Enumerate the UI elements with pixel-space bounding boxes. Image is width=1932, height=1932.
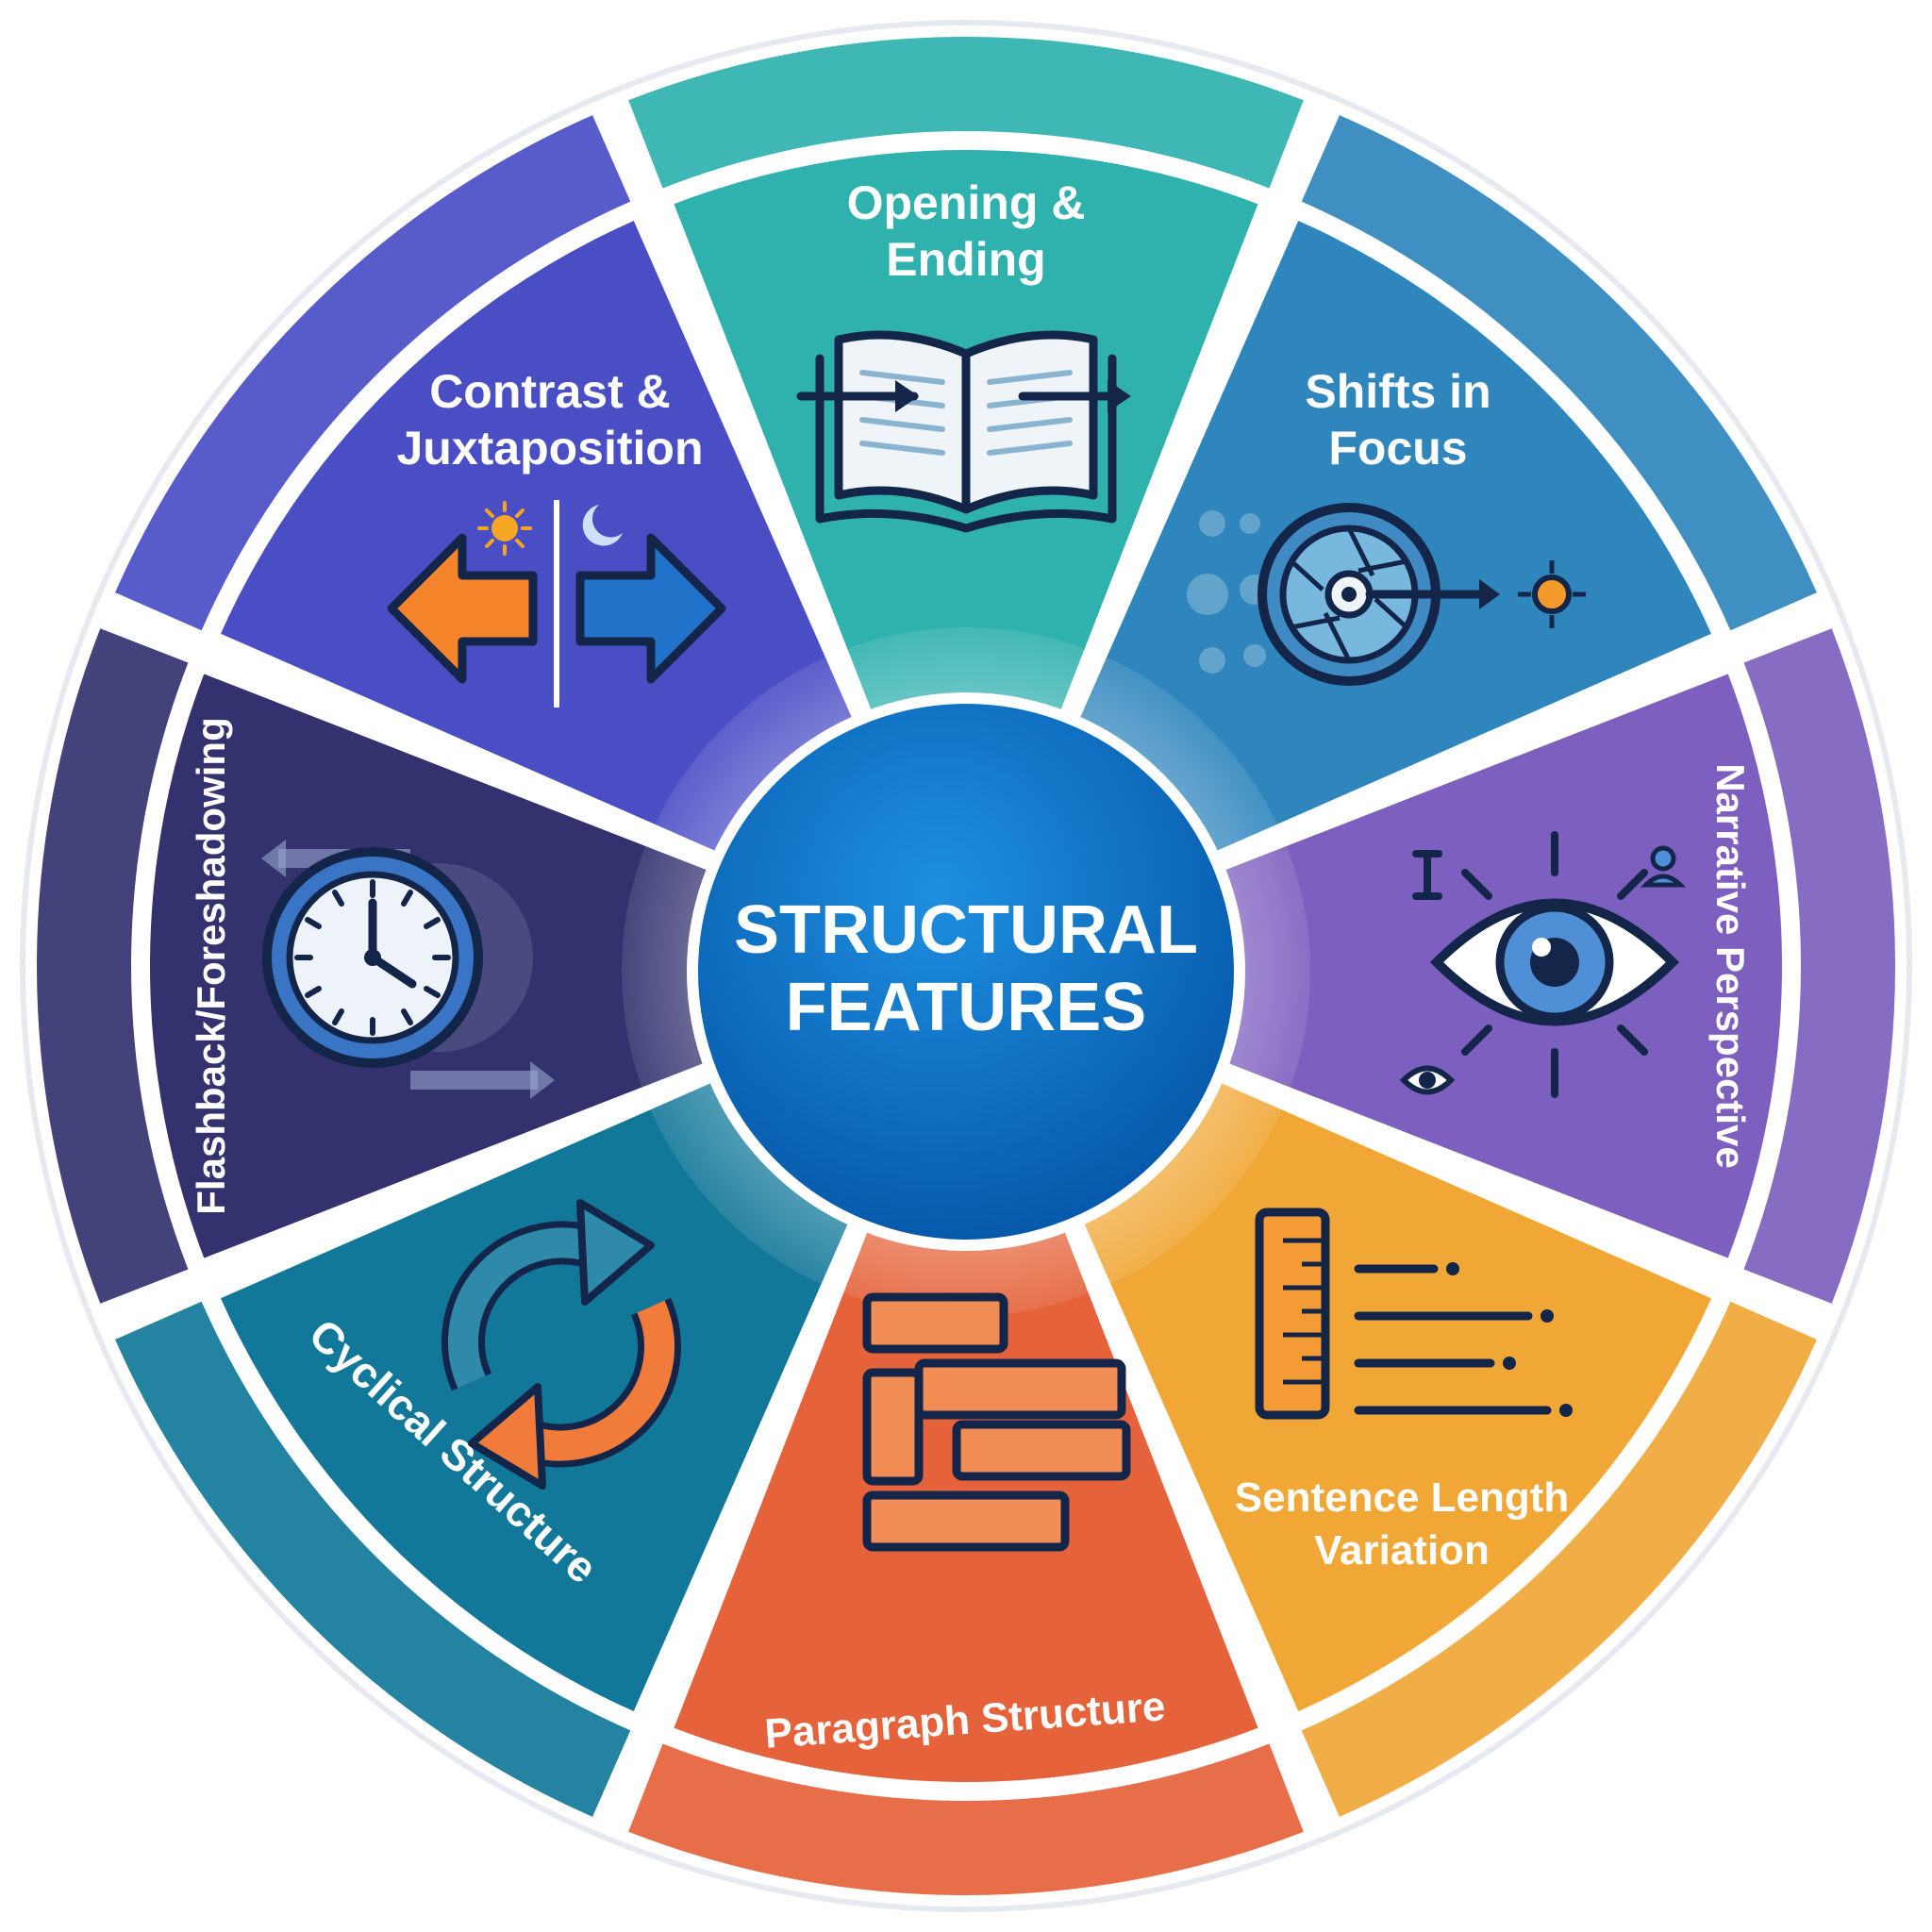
segment-label-opening-ending-line2: Ending [886, 233, 1045, 286]
segment-label-flashback-foreshadowing: Flashback/Foreshadowing [189, 717, 233, 1214]
stacked-blocks-icon [862, 1292, 1131, 1552]
center-title-line1: STRUCTURAL [734, 892, 1198, 968]
outer-ring-band-contrast-juxtaposition [115, 115, 631, 631]
eye-icon [1399, 831, 1687, 1098]
segment-label-sentence-length-line2: Variation [1314, 1527, 1490, 1574]
segment-label-narrative-perspective: Narrative Perspective [1708, 763, 1753, 1169]
segment-label-shifts-in-focus-line1: Shifts in [1305, 365, 1491, 418]
center-title-line2: FEATURES [786, 970, 1147, 1045]
segment-label-contrast-juxtaposition-line2: Juxtaposition [396, 422, 703, 475]
outer-ring-group [36, 37, 1895, 1895]
opposing-arrows-icon [387, 500, 726, 708]
center-circle [687, 692, 1245, 1251]
outer-ring-band-opening-ending [628, 37, 1304, 189]
camera-aperture-icon [1187, 503, 1586, 686]
clock-icon [261, 840, 555, 1099]
outer-ring-band-narrative-perspective [1743, 628, 1895, 1304]
outer-ring-band-flashback-foreshadowing [36, 628, 189, 1304]
segment-label-sentence-length-line1: Sentence Length [1235, 1474, 1570, 1521]
segment-label-opening-ending-line1: Opening & [847, 176, 1086, 229]
ruler-lines-icon [1255, 1208, 1573, 1420]
outer-ring-band-cyclical-structure [115, 1301, 631, 1817]
cycle-arrows-icon [441, 1199, 681, 1490]
outer-ring-band-paragraph-structure [628, 1743, 1304, 1895]
segment-label-contrast-juxtaposition-line1: Contrast & [429, 365, 671, 418]
open-book-icon [796, 330, 1131, 533]
outer-ring-band-sentence-length [1301, 1301, 1817, 1817]
outer-ring-band-shifts-in-focus [1301, 115, 1817, 631]
segment-label-shifts-in-focus-line2: Focus [1328, 422, 1467, 475]
